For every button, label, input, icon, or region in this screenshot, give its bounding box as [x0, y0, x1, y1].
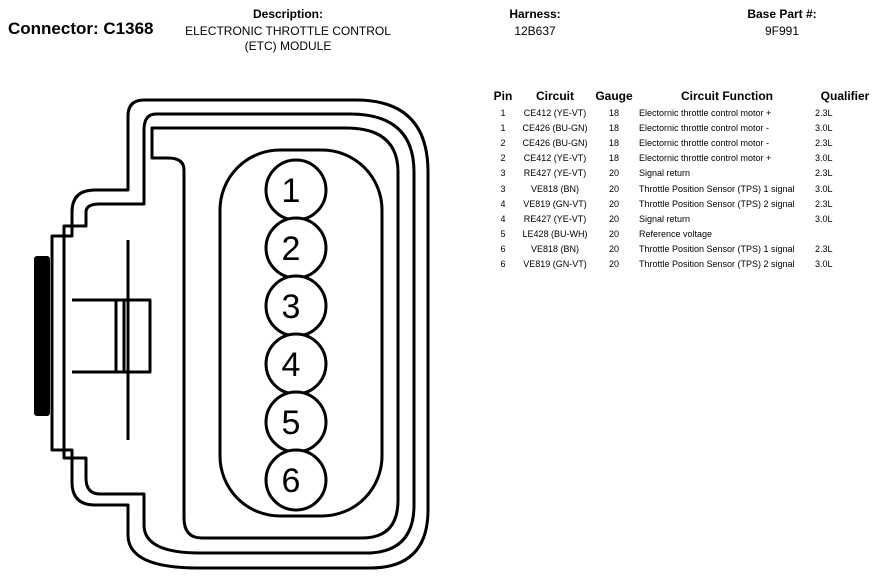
cell-gauge: 20 [608, 213, 619, 224]
cell-gauge: 20 [608, 183, 619, 194]
cell-circuit-function: Electornic throttle control motor + [639, 107, 772, 118]
pin-number-label: 1 [282, 172, 301, 210]
pin-group: 1 2 3 4 5 6 [264, 158, 328, 512]
cell-pin: 6 [500, 259, 506, 270]
table-row: 1 CE426 (BU-GN) 18 Electornic throttle cont… [489, 120, 875, 135]
cell-qualifier: 3.0L [815, 213, 833, 224]
pin-circle [264, 448, 328, 512]
cell-circuit-function: Throttle Position Sensor (TPS) 1 signal [639, 183, 795, 194]
cell-circuit: CE426 (BU-GN) [522, 137, 588, 148]
header-circuit-function: Circuit Function [681, 89, 773, 103]
cell-circuit: CE412 (YE-VT) [523, 107, 587, 118]
table-header-row: Pin Circuit Gauge Circuit Function Quali… [489, 87, 875, 105]
cell-circuit-function: Throttle Position Sensor (TPS) 1 signal [639, 244, 795, 255]
cell-qualifier: 2.3L [815, 137, 833, 148]
header-gauge: Gauge [595, 89, 633, 103]
pin-assignment-table: Pin Circuit Gauge Circuit Function Quali… [489, 87, 875, 272]
cell-circuit: RE427 (YE-VT) [523, 213, 587, 224]
cell-gauge: 20 [608, 229, 619, 240]
connector-inner-ledge [150, 126, 400, 540]
cell-circuit-function: Electornic throttle control motor - [639, 122, 770, 133]
cell-circuit: VE818 (BN) [530, 244, 580, 255]
cell-circuit-function: Signal return [639, 168, 691, 179]
cell-pin: 6 [500, 244, 506, 255]
description-line-1: ELECTRONIC THROTTLE CONTROL [185, 24, 391, 38]
cell-pin: 4 [500, 198, 506, 209]
table-row: 1 CE412 (YE-VT) 18 Electornic throttle cont… [489, 105, 875, 120]
cell-circuit-function: Electornic throttle control motor + [639, 153, 772, 164]
harness-value: 12B637 [514, 24, 556, 38]
cell-circuit: VE819 (GN-VT) [523, 259, 587, 270]
cell-circuit: CE412 (YE-VT) [523, 153, 587, 164]
cell-circuit-function: Throttle Position Sensor (TPS) 2 signal [639, 259, 795, 270]
base-part-value: 9F991 [764, 24, 800, 38]
cell-pin: 3 [500, 168, 506, 179]
cell-qualifier: 3.0L [815, 183, 833, 194]
cell-qualifier: 3.0L [815, 153, 833, 164]
cell-circuit: CE426 (BU-GN) [522, 122, 588, 133]
description-label: Description: [252, 7, 323, 21]
cell-circuit: RE427 (YE-VT) [523, 168, 587, 179]
cell-pin: 1 [500, 107, 506, 118]
locking-tab [34, 256, 50, 416]
pin-number-label: 5 [282, 404, 301, 442]
cell-qualifier: 2.3L [815, 168, 833, 179]
cell-qualifier: 3.0L [815, 122, 833, 133]
cell-gauge: 20 [608, 244, 619, 255]
cell-pin: 2 [500, 153, 506, 164]
latch-slot [72, 298, 152, 374]
table-row: 6 VE818 (BN) 20 Throttle Position Sensor (T… [489, 242, 875, 257]
pin-number-label: 4 [282, 346, 301, 384]
cell-circuit-function: Signal return [639, 213, 691, 224]
cell-qualifier: 2.3L [815, 107, 833, 118]
header-qualifier: Qualifier [820, 89, 870, 103]
cell-gauge: 18 [608, 137, 619, 148]
cell-circuit-function: Electornic throttle control motor - [639, 137, 770, 148]
pin-number-label: 3 [282, 288, 301, 326]
harness-label: Harness: [509, 7, 561, 21]
cell-pin: 1 [500, 122, 506, 133]
connector-title: Connector: C1368 [8, 19, 154, 38]
cell-qualifier: 2.3L [815, 198, 833, 209]
table-row: 3 VE818 (BN) 20 Throttle Position Sensor (T… [489, 181, 875, 196]
description-line-2: (ETC) MODULE [244, 39, 332, 53]
header-pin: Pin [493, 89, 513, 103]
pin-number-label: 2 [282, 230, 301, 268]
cell-pin: 3 [500, 183, 506, 194]
table-row: 6 VE819 (GN-VT) 20 Throttle Position Sensor… [489, 257, 875, 272]
cell-qualifier [815, 227, 875, 242]
header-circuit: Circuit [535, 89, 574, 103]
cell-circuit: LE428 (BU-WH) [522, 229, 588, 240]
cell-pin: 4 [500, 213, 506, 224]
table-row: 2 CE412 (YE-VT) 18 Electornic throttle cont… [489, 151, 875, 166]
cell-circuit: VE818 (BN) [530, 183, 580, 194]
cell-gauge: 20 [608, 168, 619, 179]
cell-pin: 5 [500, 229, 506, 240]
connector-housing-outline [50, 98, 430, 570]
cell-qualifier: 2.3L [815, 244, 833, 255]
table-row: 3 RE427 (YE-VT) 20 Signal return 2.3L [489, 166, 875, 181]
cell-gauge: 18 [608, 153, 619, 164]
pin-number-label: 6 [282, 462, 301, 500]
pin-cavity [218, 148, 384, 518]
description-value: ELECTRONIC THROTTLE CONTROL (ETC) MODULE [168, 24, 408, 54]
cell-gauge: 18 [608, 122, 619, 133]
cell-circuit-function: Reference voltage [639, 229, 713, 240]
cell-circuit-function: Throttle Position Sensor (TPS) 2 signal [639, 198, 795, 209]
cell-gauge: 20 [608, 198, 619, 209]
cell-gauge: 18 [608, 107, 619, 118]
cell-circuit: VE819 (GN-VT) [523, 198, 587, 209]
table-row: 4 RE427 (YE-VT) 20 Signal return 3.0L [489, 211, 875, 226]
table-row: 5 LE428 (BU-WH) 20 Reference voltage [489, 227, 875, 242]
base-part-label: Base Part #: [747, 7, 817, 21]
cell-qualifier: 3.0L [815, 259, 833, 270]
table-row: 2 CE426 (BU-GN) 18 Electornic throttle cont… [489, 135, 875, 150]
connector-housing-inner-outline [62, 112, 416, 555]
cell-gauge: 20 [608, 259, 619, 270]
cell-pin: 2 [500, 137, 506, 148]
table-row: 4 VE819 (GN-VT) 20 Throttle Position Sensor… [489, 196, 875, 211]
